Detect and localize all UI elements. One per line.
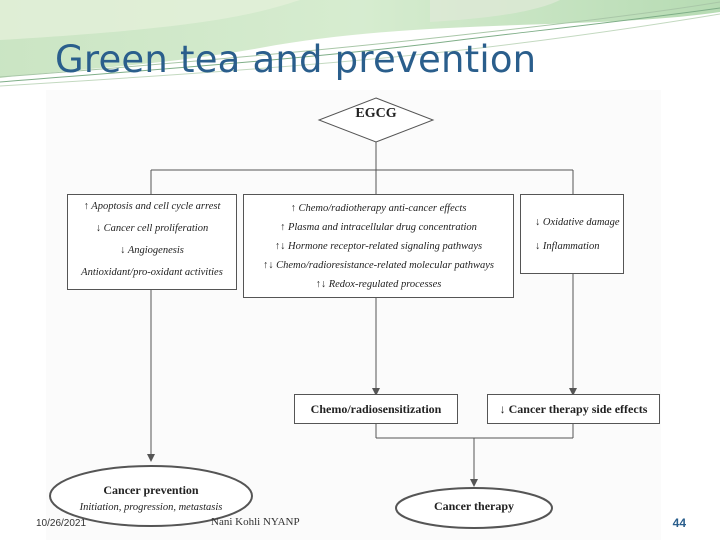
- egcg-flow-diagram: EGCG ↑ Apoptosis and cell cycle arrest ↓…: [46, 90, 661, 540]
- cancer-therapy-ellipse: [395, 487, 553, 529]
- effect-drug-concentration: ↑ Plasma and intracellular drug concentr…: [280, 222, 477, 233]
- effect-angiogenesis: ↓ Angiogenesis: [120, 245, 184, 256]
- footer-author: Nani Kohli NYANP: [211, 516, 300, 528]
- effect-proliferation: ↓ Cancer cell proliferation: [95, 223, 209, 234]
- cancer-prevention-title: Cancer prevention: [103, 483, 199, 497]
- therapy-effects-box: ↑ Chemo/radiotherapy anti-cancer effects…: [243, 194, 514, 298]
- connector-lines: [49, 97, 577, 529]
- effect-chemoresistance: ↑↓ Chemo/radioresistance-related molecul…: [262, 260, 495, 271]
- effect-antioxidant: Antioxidant/pro-oxidant activities: [81, 267, 223, 278]
- footer-date: 10/26/2021: [36, 518, 87, 529]
- cancer-therapy-label: Cancer therapy: [396, 499, 552, 514]
- banner-decoration: [0, 0, 720, 87]
- side-effects-box: ↓ Cancer therapy side effects: [487, 394, 660, 424]
- cancer-prevention-ellipse: [49, 465, 253, 527]
- protective-effects-box: ↓ Oxidative damage ↓ Inflammation: [520, 194, 624, 274]
- cellular-effects-box: ↑ Apoptosis and cell cycle arrest ↓ Canc…: [67, 194, 237, 290]
- cancer-prevention-subtitle: Initiation, progression, metastasis: [79, 502, 223, 513]
- effect-redox: ↑↓ Redox-regulated processes: [315, 279, 442, 290]
- effect-hormone-receptor: ↑↓ Hormone receptor-related signaling pa…: [274, 241, 483, 252]
- egcg-label: EGCG: [355, 106, 397, 121]
- effect-oxidative-damage: ↓ Oxidative damage: [535, 217, 620, 228]
- page-number: 44: [672, 516, 686, 530]
- cancer-prevention-label: Cancer prevention Initiation, progressio…: [51, 483, 251, 513]
- chemo-radiosensitization-box: Chemo/radiosensitization: [294, 394, 458, 424]
- effect-inflammation: ↓ Inflammation: [535, 241, 600, 252]
- slide-title: Green tea and prevention: [55, 38, 537, 81]
- effect-apoptosis: ↑ Apoptosis and cell cycle arrest: [83, 201, 221, 212]
- effect-chemo-anticancer: ↑ Chemo/radiotherapy anti-cancer effects: [290, 203, 467, 214]
- cancer-therapy-title: Cancer therapy: [433, 499, 515, 513]
